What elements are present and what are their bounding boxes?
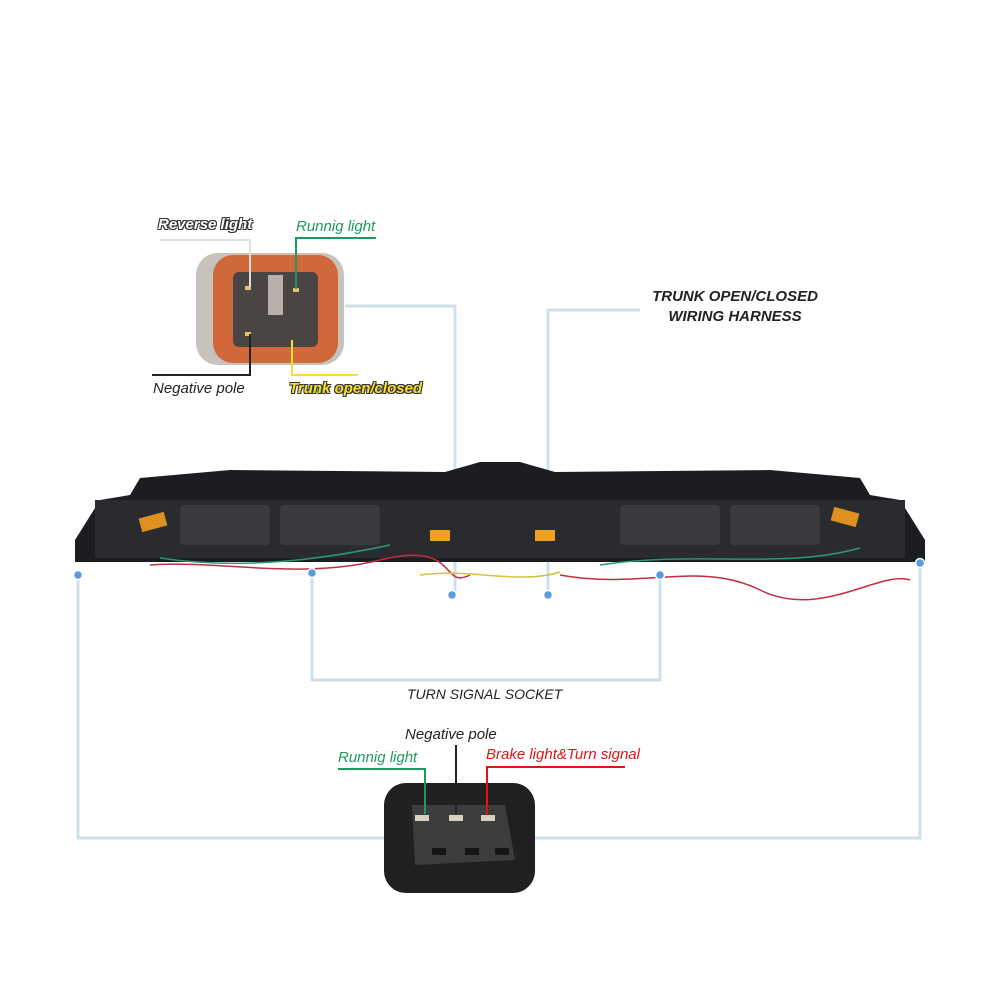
amber-lens-left <box>430 530 450 541</box>
light-bar-assembly <box>75 462 925 601</box>
bottom-connector-image <box>338 745 625 893</box>
label-brake-turn-signal: Brake light&Turn signal <box>486 746 640 763</box>
leader-right-socket <box>535 563 922 840</box>
trunk-harness-line1: TRUNK OPEN/CLOSED <box>652 288 818 305</box>
label-negative-pole-top: Negative pole <box>153 380 245 397</box>
wires <box>149 544 911 601</box>
top-connector-image <box>152 237 376 376</box>
trunk-harness-line2: WIRING HARNESS <box>668 308 802 325</box>
leader-turn-signal <box>310 573 662 682</box>
anchor-dots <box>72 557 926 601</box>
trunk-harness-label: TRUNK OPEN/CLOSED WIRING HARNESS <box>630 287 840 327</box>
label-running-light-top: Runnig light <box>296 218 376 235</box>
leader-left-socket <box>76 575 385 840</box>
turn-signal-socket-label: TURN SIGNAL SOCKET <box>407 686 563 702</box>
label-trunk-open-closed: Trunk open/closed <box>289 380 423 397</box>
label-negative-pole-bottom: Negative pole <box>405 726 497 743</box>
label-running-light-bottom: Runnig light <box>338 749 418 766</box>
amber-lens-right <box>535 530 555 541</box>
label-reverse-light: Reverse light <box>158 216 253 233</box>
